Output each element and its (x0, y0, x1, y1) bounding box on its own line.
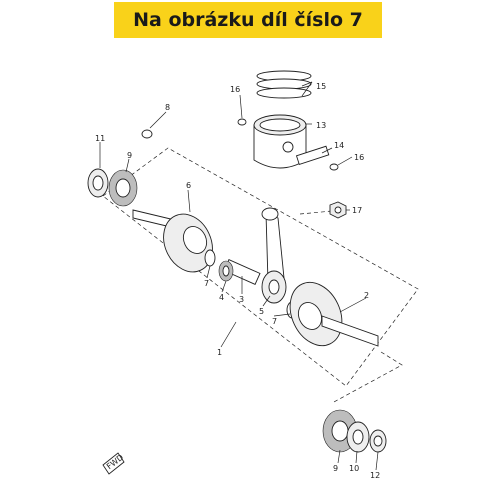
banner-text: Na obrázku díl číslo 7 (133, 9, 363, 31)
leader-lines (99, 81, 379, 471)
callouts: 15 13 16 14 16 17 8 11 9 6 7 4 3 5 7 2 1… (95, 82, 380, 480)
callout-15: 15 (316, 82, 326, 91)
crank-nut[interactable] (329, 201, 347, 219)
highlight-banner: Na obrázku díl číslo 7 (114, 2, 382, 38)
small-bearing[interactable] (218, 260, 234, 282)
callout-1: 1 (217, 348, 222, 357)
callout-10: 10 (349, 464, 359, 473)
callout-7: 7 (204, 279, 209, 288)
callout-6: 6 (186, 181, 191, 190)
callout-11: 11 (95, 134, 105, 143)
thrust-washer-left[interactable] (204, 249, 216, 267)
oil-seal-right[interactable] (369, 429, 387, 453)
circlip-left[interactable] (237, 118, 247, 126)
callout-3: 3 (239, 295, 244, 304)
callout-17: 17 (352, 206, 362, 215)
oil-seal-left[interactable] (87, 168, 109, 198)
piston-rings[interactable] (256, 70, 312, 99)
callout-5: 5 (259, 307, 264, 316)
circlip-right[interactable] (329, 163, 339, 171)
callout-2: 2 (364, 291, 369, 300)
callout-8: 8 (165, 103, 170, 112)
callout-16: 16 (354, 153, 364, 162)
crank-left[interactable] (132, 206, 222, 280)
callout-7: 7 (272, 317, 277, 326)
bearing-left[interactable] (108, 169, 138, 207)
connecting-rod[interactable] (261, 207, 287, 304)
bearing-cage[interactable] (346, 421, 370, 453)
washer[interactable] (141, 129, 153, 139)
callout-4: 4 (219, 293, 224, 302)
assembly-outline (102, 147, 419, 387)
callout-13: 13 (316, 121, 326, 130)
crank-right[interactable] (280, 274, 379, 354)
callout-16: 16 (230, 85, 240, 94)
callout-12: 12 (370, 471, 380, 480)
callout-9: 9 (127, 151, 132, 160)
callout-9: 9 (333, 464, 338, 473)
bearing-right[interactable] (322, 409, 358, 453)
bearing-link-line (331, 351, 403, 404)
fwd-arrow-icon: FWD (102, 452, 125, 475)
callout-14: 14 (334, 141, 344, 150)
nut-link-line (299, 210, 333, 215)
